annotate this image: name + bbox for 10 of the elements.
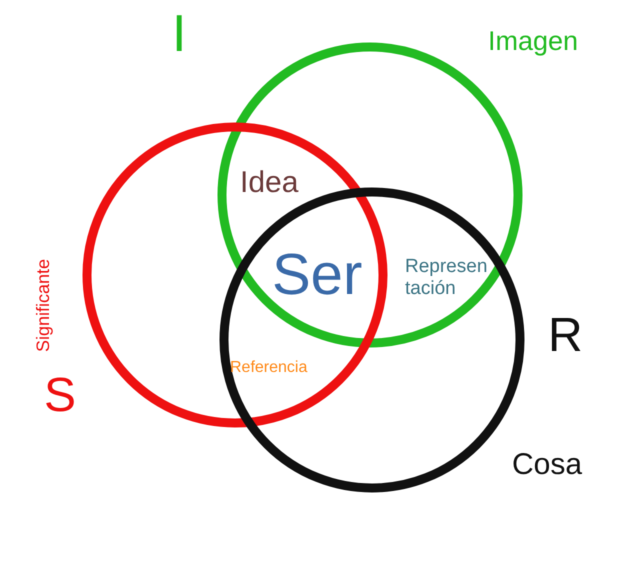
ring-label: Cosa <box>512 450 582 480</box>
region-label: Idea <box>240 168 298 198</box>
region-label: Representación <box>405 256 488 300</box>
ring-letter: S <box>44 372 76 420</box>
ring-letter: I <box>172 8 186 60</box>
region-label: Referencia <box>230 360 308 376</box>
ring-label: Imagen <box>488 28 578 55</box>
center-label: Ser <box>272 246 362 304</box>
ring-label: Significante <box>34 258 52 352</box>
ring-letter: R <box>548 312 583 360</box>
